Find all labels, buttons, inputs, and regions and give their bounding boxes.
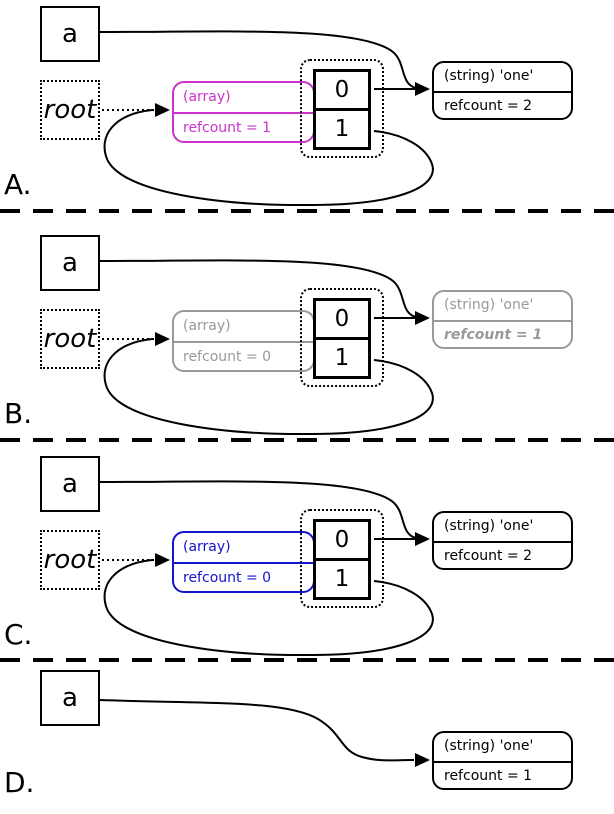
arrowhead-array (155, 332, 170, 346)
string-refcount-label: refcount = 1 (434, 760, 571, 789)
array-refcount-label: refcount = 1 (174, 112, 313, 141)
variable-box-a: a (40, 456, 100, 512)
array-cells-outline (300, 59, 384, 158)
arrowhead-array (155, 103, 170, 117)
panel-separator (0, 438, 614, 442)
array-type-label: (array) (183, 318, 231, 334)
variable-box-a: a (40, 6, 100, 62)
string-type-label: (string) 'one' (444, 68, 534, 84)
root-label: root (43, 545, 97, 575)
string-type-label: (string) 'one' (444, 297, 534, 313)
panel-label: D. (4, 766, 35, 799)
variable-label: a (62, 469, 78, 499)
panel-separator (0, 209, 614, 213)
panel-c: a root (array) refcount = 0 0 1 (string)… (0, 450, 614, 660)
string-node: (string) 'one' refcount = 1 (432, 290, 573, 349)
panel-d: a (string) 'one' refcount = 1 D. (0, 662, 614, 814)
array-node: (array) refcount = 0 (172, 531, 315, 593)
string-type-label: (string) 'one' (444, 738, 534, 754)
root-box: root (40, 309, 100, 369)
arrowhead-array (155, 553, 170, 567)
array-refcount-label: refcount = 0 (174, 562, 313, 591)
string-refcount-label: refcount = 1 (434, 319, 571, 348)
array-cells-outline (300, 288, 384, 387)
array-node: (array) refcount = 0 (172, 310, 315, 372)
arrowhead-string (415, 753, 430, 767)
panel-b: a root (array) refcount = 0 0 1 (string)… (0, 229, 614, 440)
array-cells-outline (300, 509, 384, 608)
string-refcount-label: refcount = 2 (434, 540, 571, 569)
panel-label: A. (4, 168, 32, 201)
array-type-label: (array) (183, 539, 231, 555)
arrowhead-string (415, 532, 430, 546)
variable-box-a: a (40, 670, 100, 726)
panel-separator (0, 658, 614, 662)
string-refcount-label: refcount = 2 (434, 90, 571, 119)
string-type-label: (string) 'one' (444, 518, 534, 534)
array-node: (array) refcount = 1 (172, 81, 315, 143)
string-node: (string) 'one' refcount = 2 (432, 511, 573, 570)
string-node: (string) 'one' refcount = 1 (432, 731, 573, 790)
panel-label: C. (4, 618, 33, 651)
panel-a: a root (array) refcount = 1 0 1 (string)… (0, 0, 614, 211)
variable-label: a (62, 248, 78, 278)
arrowhead-string (415, 311, 430, 325)
array-type-label: (array) (183, 89, 231, 105)
panel-label: B. (4, 397, 33, 430)
string-node: (string) 'one' refcount = 2 (432, 61, 573, 120)
pointer-a-to-string (99, 699, 415, 762)
arrowhead-string (415, 82, 430, 96)
variable-label: a (62, 19, 78, 49)
root-box: root (40, 80, 100, 140)
root-label: root (43, 95, 97, 125)
variable-label: a (62, 683, 78, 713)
root-box: root (40, 530, 100, 590)
variable-box-a: a (40, 235, 100, 291)
root-label: root (43, 324, 97, 354)
array-refcount-label: refcount = 0 (174, 341, 313, 370)
